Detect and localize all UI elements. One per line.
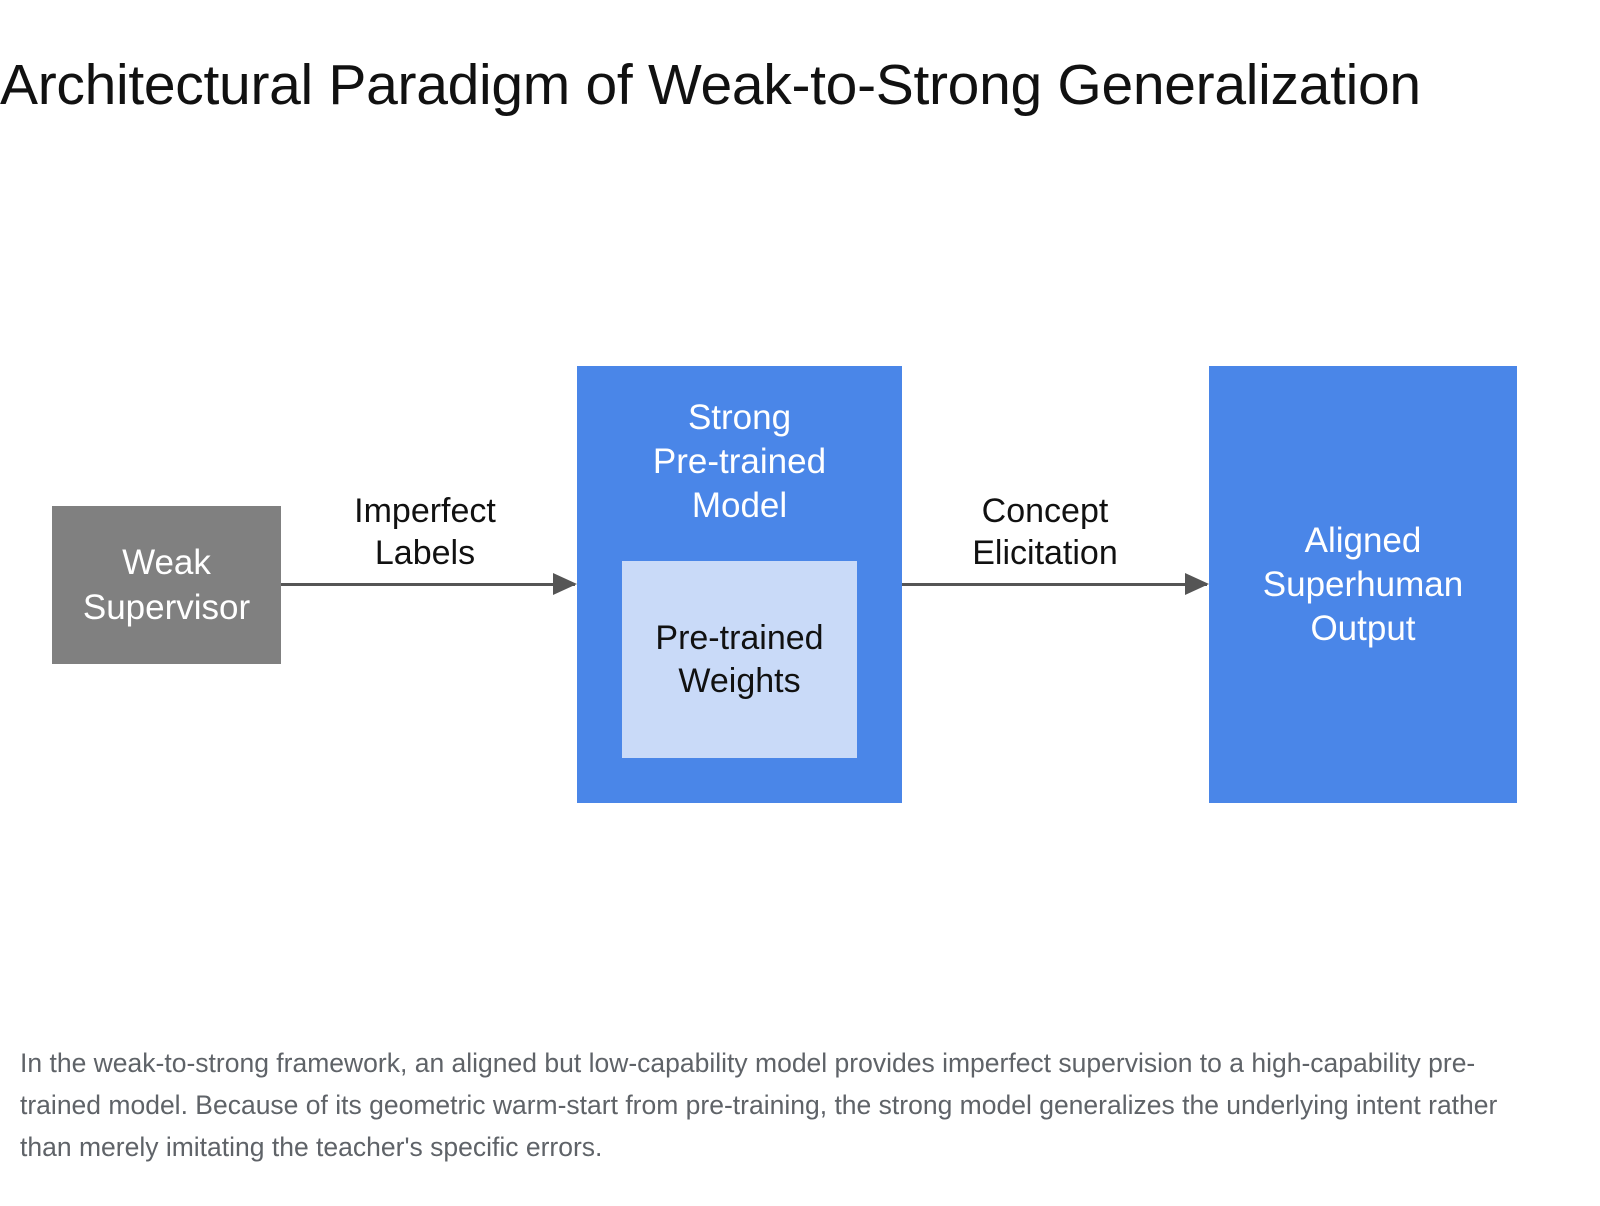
weak-to-strong-diagram: Weak Supervisor Imperfect Labels Strong … bbox=[0, 160, 1600, 1020]
aligned-superhuman-output-node: Aligned Superhuman Output bbox=[1209, 366, 1517, 803]
arrowhead-icon bbox=[1185, 573, 1209, 595]
figure-caption: In the weak-to-strong framework, an alig… bbox=[20, 1048, 1498, 1162]
page-title: Architectural Paradigm of Weak-to-Strong… bbox=[0, 53, 1421, 117]
imperfect-labels-arrow bbox=[281, 573, 577, 595]
weak-supervisor-node: Weak Supervisor bbox=[52, 506, 281, 664]
arrowhead-icon bbox=[553, 573, 577, 595]
strong-model-label: Strong Pre-trained Model bbox=[652, 398, 827, 525]
concept-elicitation-arrow bbox=[902, 573, 1209, 595]
concept-elicitation-label: Concept Elicitation bbox=[972, 492, 1118, 572]
pretrained-weights-node: Pre-trained Weights bbox=[622, 561, 857, 758]
imperfect-labels-label: Imperfect Labels bbox=[354, 492, 496, 572]
